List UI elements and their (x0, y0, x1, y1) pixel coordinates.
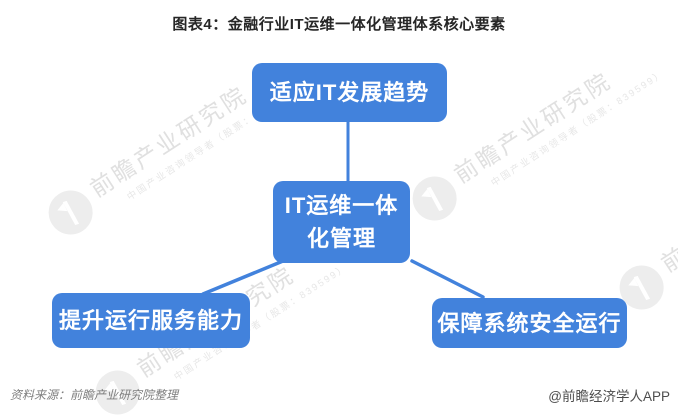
figure-title: 图表4：金融行业IT运维一体化管理体系核心要素 (172, 16, 506, 33)
node-it-ops-integrated-management: IT运维一体 化管理 (273, 181, 410, 263)
connector-center-bottom-left (201, 259, 285, 296)
node-adapt-it-trend: 适应IT发展趋势 (252, 63, 447, 122)
connector-center-bottom-right (410, 259, 485, 299)
data-source-note: 资料来源：前瞻产业研究院整理 (10, 388, 179, 402)
node-ensure-system-security: 保障系统安全运行 (432, 298, 627, 348)
app-credit: @前瞻经济学人APP (548, 389, 670, 404)
node-improve-service-capability: 提升运行服务能力 (52, 293, 250, 348)
